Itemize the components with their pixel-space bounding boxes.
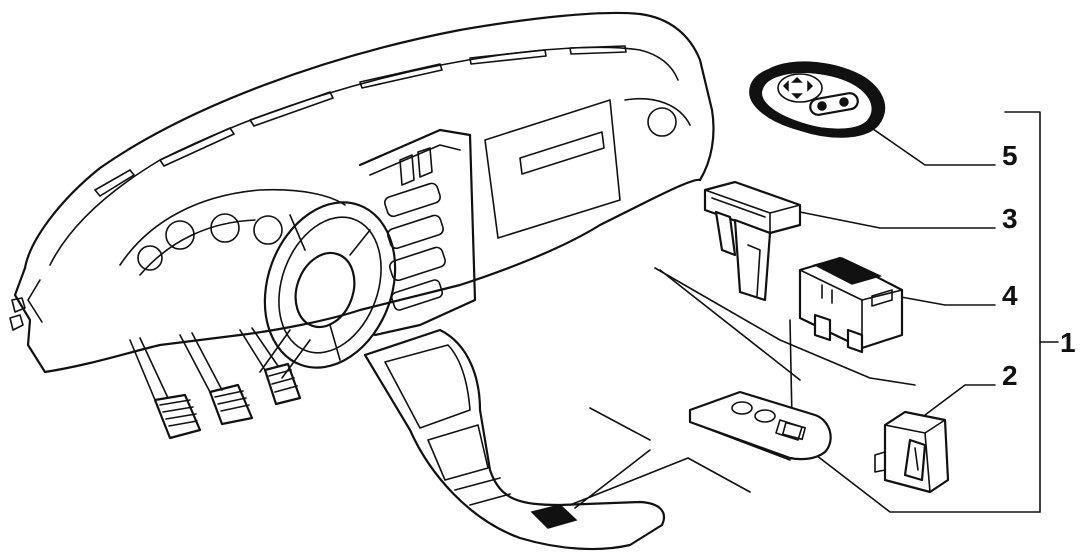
center-console	[363, 328, 666, 551]
part-2-mounting-clip	[874, 410, 950, 494]
callout-2: 2	[1002, 360, 1018, 391]
part-4-rocker-switch	[798, 256, 904, 354]
callout-3: 3	[1002, 203, 1018, 234]
dashboard	[9, 11, 715, 440]
leader-lines	[569, 111, 1059, 513]
callout-4: 4	[1002, 280, 1018, 311]
callout-5: 5	[1002, 140, 1018, 171]
callout-1: 1	[1060, 327, 1076, 358]
part-5-mirror-switch	[749, 61, 886, 138]
part-3-button-switch	[703, 180, 802, 302]
callout-numbers: 5 3 4 1 2	[1002, 140, 1076, 391]
part-2-switch-bezel	[688, 390, 832, 461]
